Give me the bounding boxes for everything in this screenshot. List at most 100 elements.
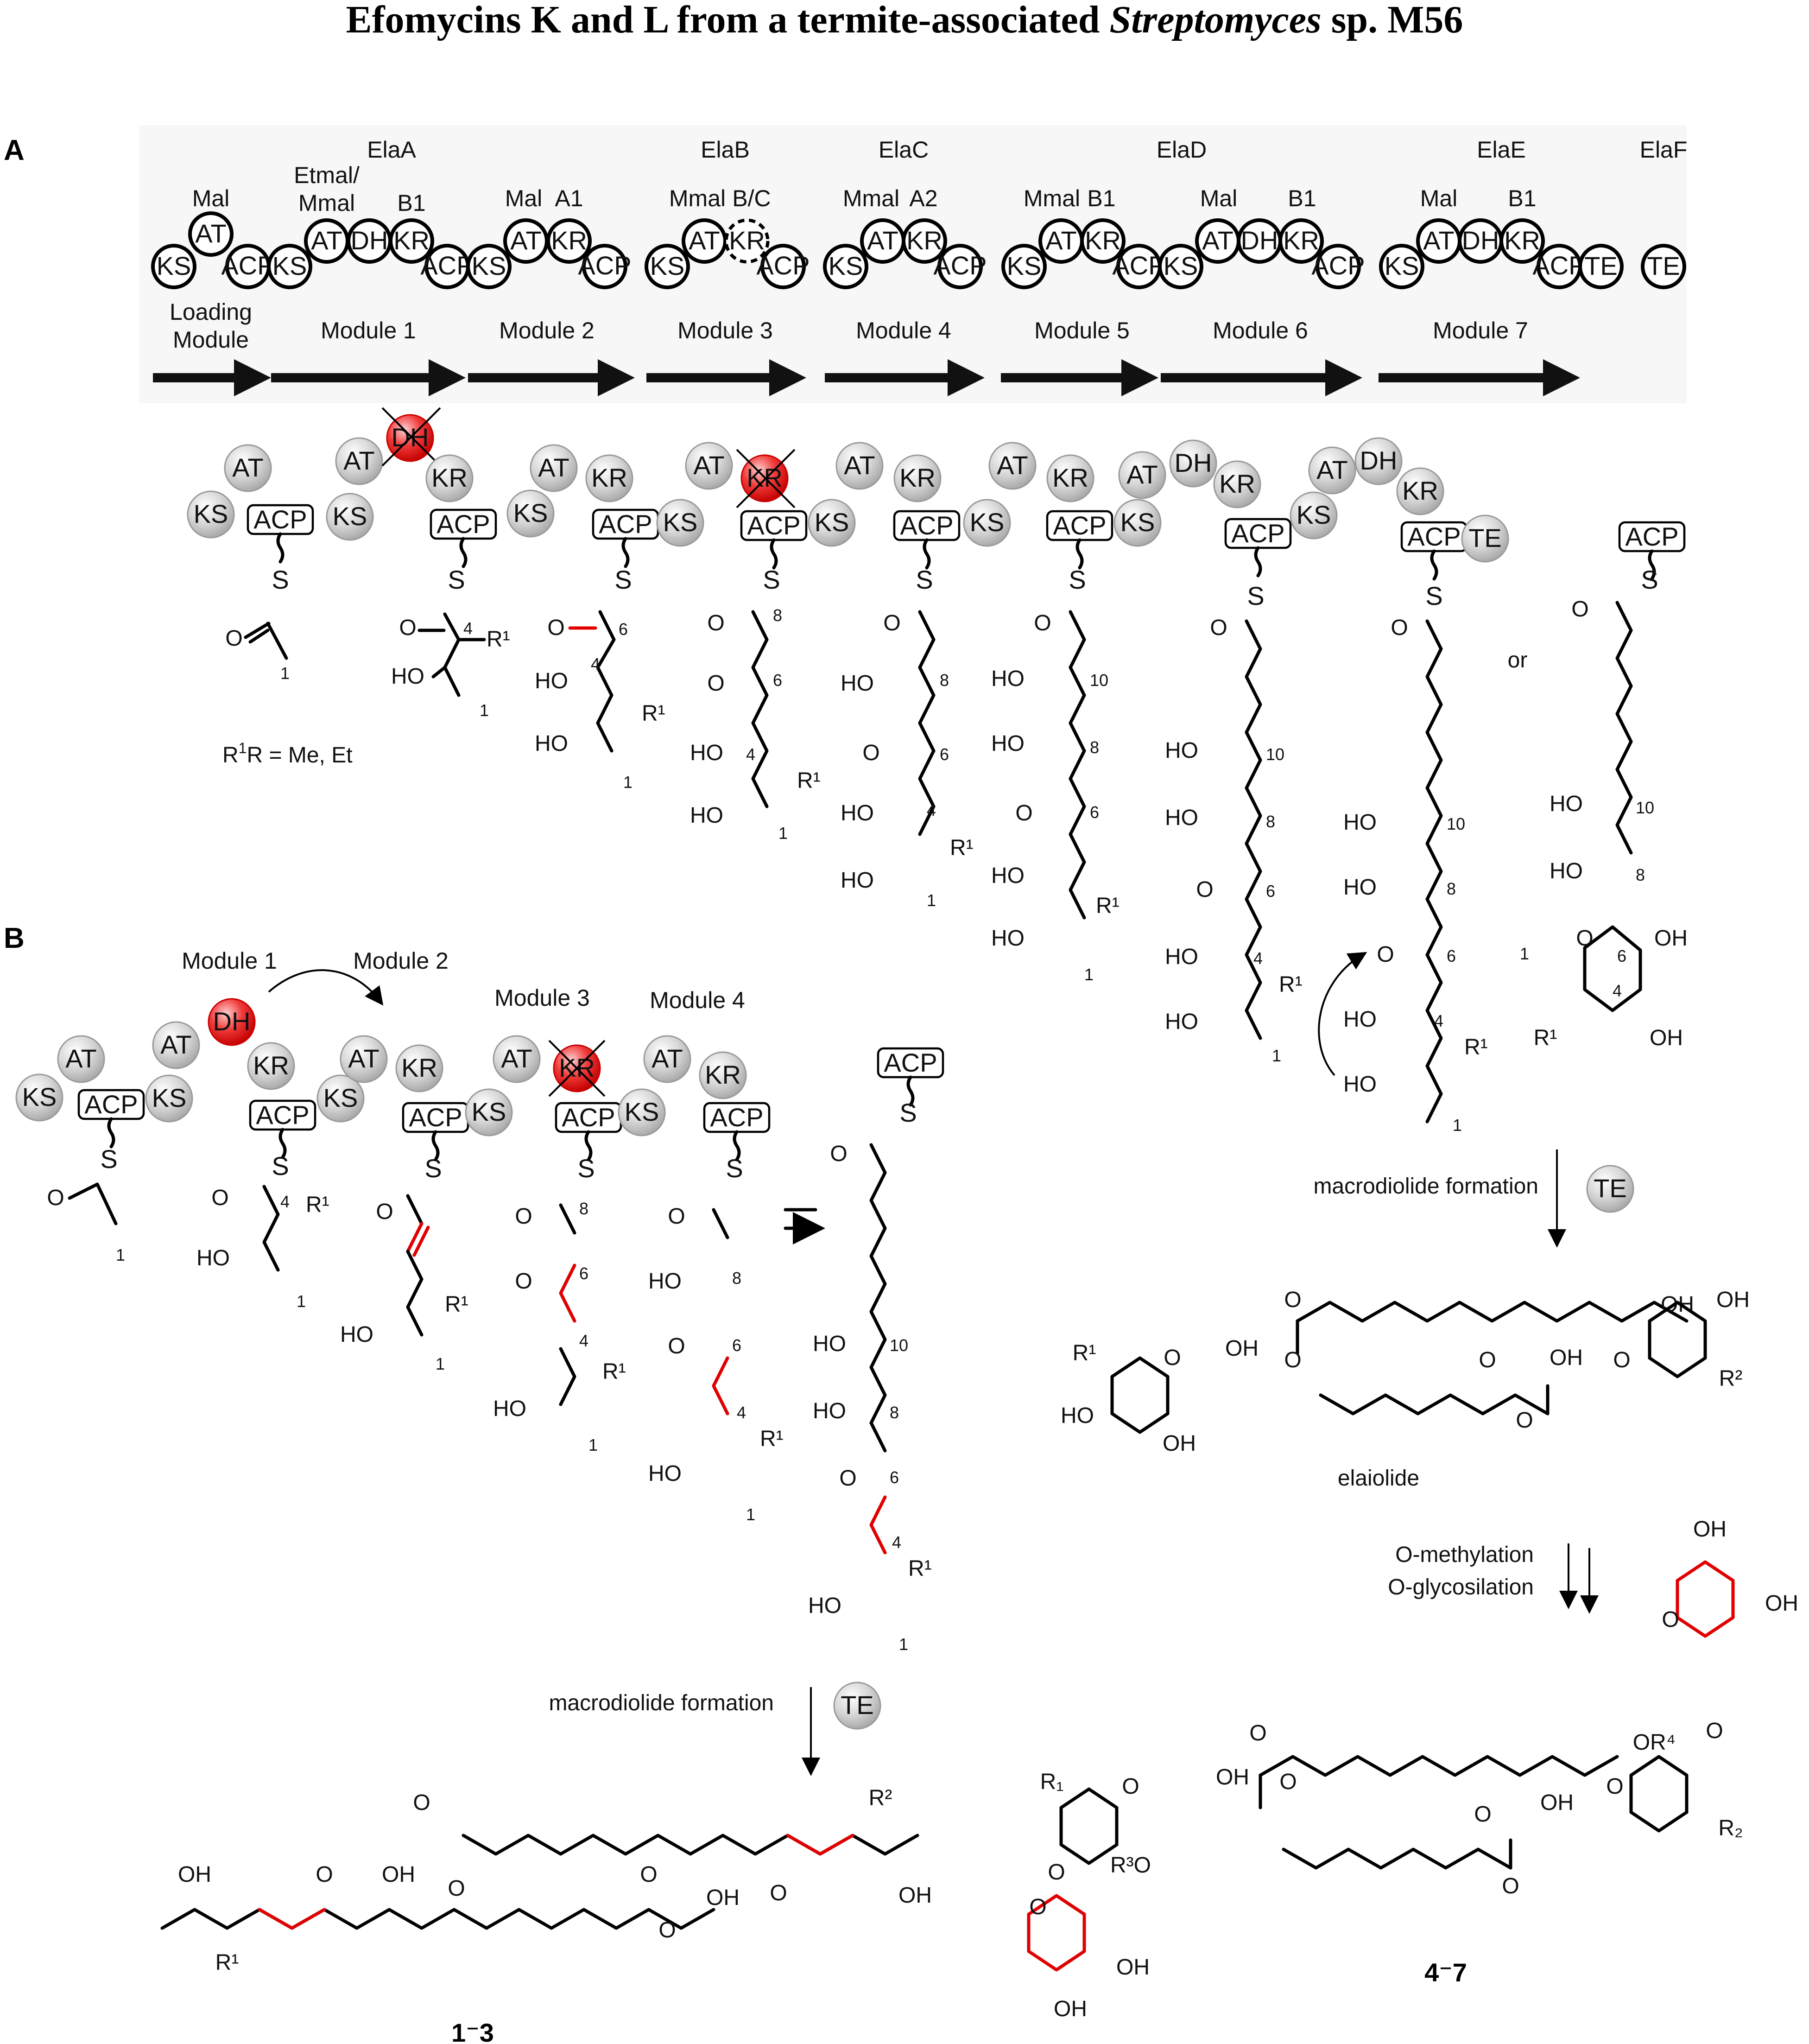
svg-text:O: O [1279,1770,1297,1794]
spec-mal-m7: Mal [1420,185,1458,211]
module-7-label: Module 7 [1433,317,1528,343]
svg-text:Module 2: Module 2 [353,948,449,974]
spec-b1-m5: B1 [1087,185,1115,211]
svg-text:R¹: R¹ [306,1193,329,1217]
svg-text:TE: TE [1594,1174,1627,1203]
svg-text:HO: HO [1343,875,1377,900]
svg-text:4: 4 [591,654,600,673]
panel-a-intermediates: S S S S S S S S S O 1 O 4 R¹ HO 1 O 6 [222,532,1688,1135]
svg-text:O: O [668,1204,685,1229]
svg-text:8: 8 [732,1269,741,1288]
protein-elaF: ElaF [1640,137,1688,163]
svg-text:O: O [668,1334,685,1358]
svg-text:KR: KR [591,463,627,492]
svg-text:O: O [547,616,564,640]
svg-text:6: 6 [1447,946,1456,965]
svg-text:O: O [1576,926,1593,951]
svg-text:HO: HO [1165,806,1198,830]
svg-text:ACP: ACP [747,511,800,540]
svg-text:S: S [763,565,780,594]
svg-text:R₂: R₂ [1718,1816,1743,1841]
svg-text:HO: HO [648,1461,682,1486]
svg-text:KR: KR [393,226,430,255]
svg-text:DH: DH [1175,448,1212,477]
svg-text:Module 1: Module 1 [182,948,277,974]
svg-text:R₁: R₁ [1040,1770,1064,1794]
svg-text:R¹: R¹ [445,1292,468,1317]
svg-text:HO: HO [493,1397,526,1421]
macro-label-b: macrodiolide formation [549,1691,774,1715]
svg-text:O: O [1377,942,1394,967]
svg-text:R¹: R¹ [487,627,510,652]
svg-text:8: 8 [579,1199,588,1218]
svg-text:OH: OH [1550,1346,1583,1370]
svg-text:or: or [1508,648,1528,673]
svg-text:O: O [1516,1408,1533,1433]
svg-text:KS: KS [194,499,228,528]
svg-text:KS: KS [1007,251,1042,280]
svg-text:O: O [839,1466,856,1491]
svg-text:KS: KS [333,501,367,531]
svg-text:R¹: R¹ [908,1556,932,1581]
svg-text:HO: HO [196,1246,230,1270]
svg-text:S: S [1069,565,1086,594]
svg-text:10: 10 [1090,671,1108,690]
svg-text:DH: DH [213,1007,251,1036]
svg-text:8: 8 [1090,738,1099,757]
svg-text:4: 4 [1253,949,1263,968]
svg-text:1: 1 [927,891,936,910]
svg-text:O: O [1164,1346,1181,1370]
svg-text:AT: AT [689,226,720,255]
svg-text:KR: KR [729,226,765,255]
svg-text:O: O [1474,1802,1491,1827]
svg-text:Module 4: Module 4 [650,987,745,1013]
svg-text:OH: OH [1716,1288,1750,1312]
svg-text:ACP: ACP [710,1103,763,1132]
arrow-module-3 [646,359,806,396]
spec-mal-loading: Mal [192,185,230,211]
svg-text:AT: AT [343,446,374,475]
svg-text:TE: TE [1468,523,1502,552]
svg-text:TE: TE [841,1690,874,1720]
svg-text:HO: HO [340,1322,373,1347]
svg-text:HO: HO [1343,1072,1377,1097]
spec-mmal-m3: Mmal [669,185,726,211]
macro-label-right: macrodiolide formation [1313,1174,1538,1199]
arrow-loading [153,359,271,396]
svg-text:HO: HO [1343,1007,1377,1032]
svg-text:O: O [1048,1860,1065,1885]
svg-text:O: O [1613,1348,1630,1372]
svg-text:O: O [1284,1288,1301,1312]
svg-text:OH: OH [1116,1955,1150,1980]
svg-text:KS: KS [1164,251,1198,280]
svg-text:HO: HO [690,741,723,765]
svg-text:8: 8 [940,671,949,690]
svg-text:O: O [862,741,879,765]
svg-text:ACP: ACP [562,1103,615,1132]
arrow-module-4 [825,359,985,396]
svg-text:KS: KS [650,251,685,280]
module-6-label: Module 6 [1213,317,1308,343]
svg-text:O: O [1606,1774,1623,1799]
svg-text:AT: AT [311,226,342,255]
svg-text:HO: HO [690,803,723,828]
spec-a2-m4: A2 [909,185,937,211]
svg-text:KS: KS [1297,500,1331,529]
svg-text:O: O [1571,597,1588,622]
figure-title: Efomycins K and L from a termite-associa… [346,0,1463,41]
svg-text:KR: KR [899,463,936,492]
svg-text:HO: HO [1061,1403,1094,1428]
protein-elaA: ElaA [367,137,416,163]
svg-text:ACP: ACP [436,509,490,539]
module-2-label: Module 2 [499,317,595,343]
svg-text:6: 6 [579,1264,588,1283]
module-arrows [153,359,1580,396]
svg-text:HO: HO [991,667,1025,691]
svg-text:ACP: ACP [1112,251,1165,280]
svg-text:KR: KR [1402,476,1438,505]
svg-text:S: S [1641,565,1658,594]
svg-text:1: 1 [116,1245,125,1264]
svg-text:O: O [707,611,724,635]
svg-text:AT: AT [1316,455,1347,484]
svg-text:1: 1 [899,1635,908,1654]
